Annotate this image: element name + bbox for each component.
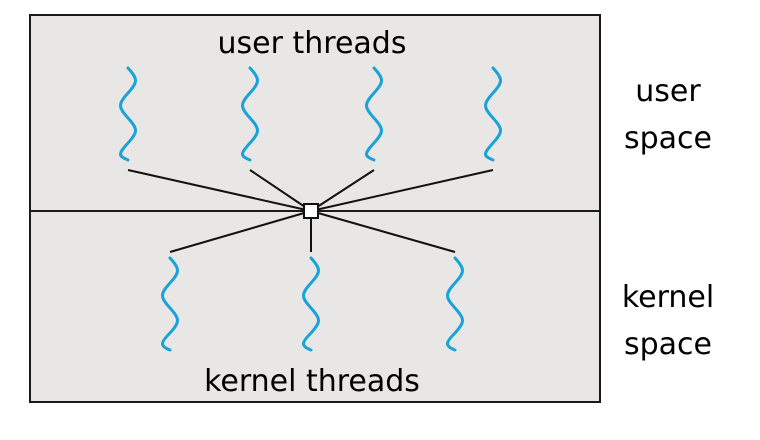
wavy-thread-icon <box>446 256 464 352</box>
user-threads-label: user threads <box>218 26 407 61</box>
connector-kernel-1 <box>169 210 312 253</box>
connector-user-3 <box>310 169 375 212</box>
user-space-label-line-2: space <box>624 121 712 156</box>
wavy-thread-icon <box>302 256 320 352</box>
connector-user-4 <box>310 169 494 212</box>
kernel-space-label-line-2: space <box>624 327 712 362</box>
wavy-thread-icon <box>484 66 502 162</box>
connector-user-2 <box>249 169 312 212</box>
connector-kernel-3 <box>310 210 456 253</box>
wavy-thread-icon <box>241 66 259 162</box>
kernel-space-label-line-1: kernel <box>622 280 714 315</box>
user-space-label-line-1: user <box>635 74 701 109</box>
wavy-thread-icon <box>161 256 179 352</box>
square-node-icon <box>303 203 319 219</box>
connector-lines <box>127 169 494 253</box>
kernel-threads-label: kernel threads <box>204 364 420 399</box>
connector-user-1 <box>127 169 312 212</box>
kernel-space-panel <box>29 210 601 403</box>
wavy-thread-icon <box>365 66 383 162</box>
wavy-thread-icon <box>119 66 137 162</box>
